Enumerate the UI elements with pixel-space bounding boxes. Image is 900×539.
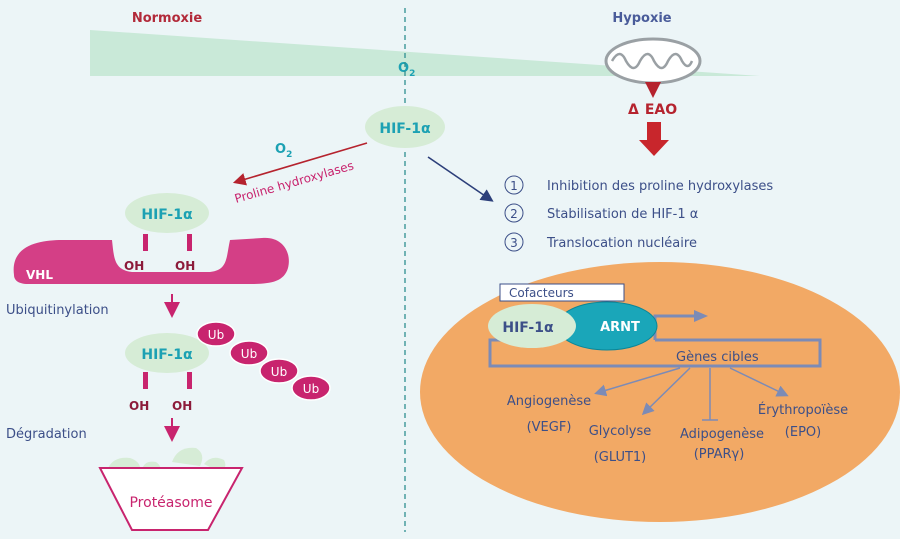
cofactors-label: Cofacteurs	[509, 286, 574, 300]
eao-down-block-arrow	[639, 122, 669, 156]
hif-nucleus-label: HIF-1α	[502, 320, 554, 336]
oh-label-4: OH	[172, 399, 192, 413]
oh-label-2: OH	[175, 259, 195, 273]
mitochondria-icon	[604, 37, 702, 85]
transcription-arrowhead	[694, 310, 708, 322]
oh-bond-left	[143, 234, 148, 251]
oh-label-3: OH	[129, 399, 149, 413]
vegf-label: (VEGF)	[527, 420, 572, 435]
svg-text:2: 2	[510, 207, 518, 221]
ub-chain-4	[291, 375, 331, 401]
svg-text:Ub: Ub	[241, 347, 257, 361]
ub-chain-3	[259, 358, 299, 384]
normoxia-header: Normoxie	[132, 11, 203, 26]
svg-text:Stabilisation de HIF-1 α: Stabilisation de HIF-1 α	[547, 207, 698, 222]
svg-text:Ub: Ub	[208, 328, 224, 342]
hif-normoxia-label: HIF-1α	[141, 207, 193, 223]
oh-label-1: OH	[124, 259, 144, 273]
hypoxia-path-arrow	[427, 156, 494, 202]
glut1-label: (GLUT1)	[594, 450, 647, 465]
svg-text:Inhibition des proline hydroxy: Inhibition des proline hydroxylases	[547, 179, 773, 194]
oh-bond-ub-left	[143, 372, 148, 389]
adipogenesis-label: Adipogenèse	[680, 427, 764, 442]
oxygen-label-arrow: O2	[275, 142, 292, 160]
target-genes-label: Gènes cibles	[676, 350, 759, 365]
hif-center-oval	[365, 106, 445, 148]
ubiquitination-label: Ubiquitinylation	[6, 303, 109, 318]
ppar-label: (PPARγ)	[694, 447, 745, 462]
vhl-shape	[13, 237, 289, 284]
oxygen-label-top: O2	[398, 61, 415, 79]
nucleus	[420, 262, 900, 522]
hif-nucleus-oval	[488, 304, 576, 348]
hif-ub-oval	[125, 333, 209, 373]
cofactors-box	[499, 283, 625, 302]
hypoxia-step-2: 2 Stabilisation de HIF-1 α	[504, 203, 698, 223]
arrow-angiogenesis	[594, 367, 681, 397]
vhl-label: VHL	[26, 268, 53, 282]
svg-text:Ub: Ub	[271, 365, 287, 379]
hif-center-label: HIF-1α	[379, 121, 431, 137]
proteasome-bowl	[98, 467, 244, 531]
arnt-label: ARNT	[600, 320, 640, 335]
oxygen-gradient-wedge	[90, 30, 760, 76]
epo-label: (EPO)	[785, 425, 821, 440]
ub-chain-2	[229, 340, 269, 366]
arrow-erythropoiesis	[729, 367, 789, 397]
proteasome-label: Protéasome	[129, 495, 212, 511]
svg-text:1: 1	[510, 179, 518, 193]
oh-bond-right	[187, 234, 192, 251]
arrow-glycolysis	[641, 367, 691, 416]
svg-text:Ub: Ub	[303, 382, 319, 396]
hif-ub-label: HIF-1α	[141, 347, 193, 363]
glycolysis-label: Glycolyse	[589, 424, 652, 439]
hypoxia-step-3: 3 Translocation nucléaire	[504, 232, 697, 252]
svg-text:3: 3	[510, 236, 518, 250]
ub-chain-1	[196, 321, 236, 347]
hif-normoxia-oval	[125, 193, 209, 233]
erythropoiesis-label: Érythropoïèse	[758, 402, 848, 418]
hydroxylation-arrow	[232, 142, 368, 186]
angiogenesis-label: Angiogenèse	[507, 394, 591, 409]
proline-hydroxylases-label: Proline hydroxylases	[233, 158, 355, 205]
hypoxia-header: Hypoxie	[612, 11, 671, 26]
hypoxia-step-1: 1 Inhibition des proline hydroxylases	[504, 175, 773, 195]
oh-bond-ub-right	[187, 372, 192, 389]
svg-text:Translocation nucléaire: Translocation nucléaire	[546, 236, 697, 251]
degradation-label: Dégradation	[6, 427, 87, 442]
